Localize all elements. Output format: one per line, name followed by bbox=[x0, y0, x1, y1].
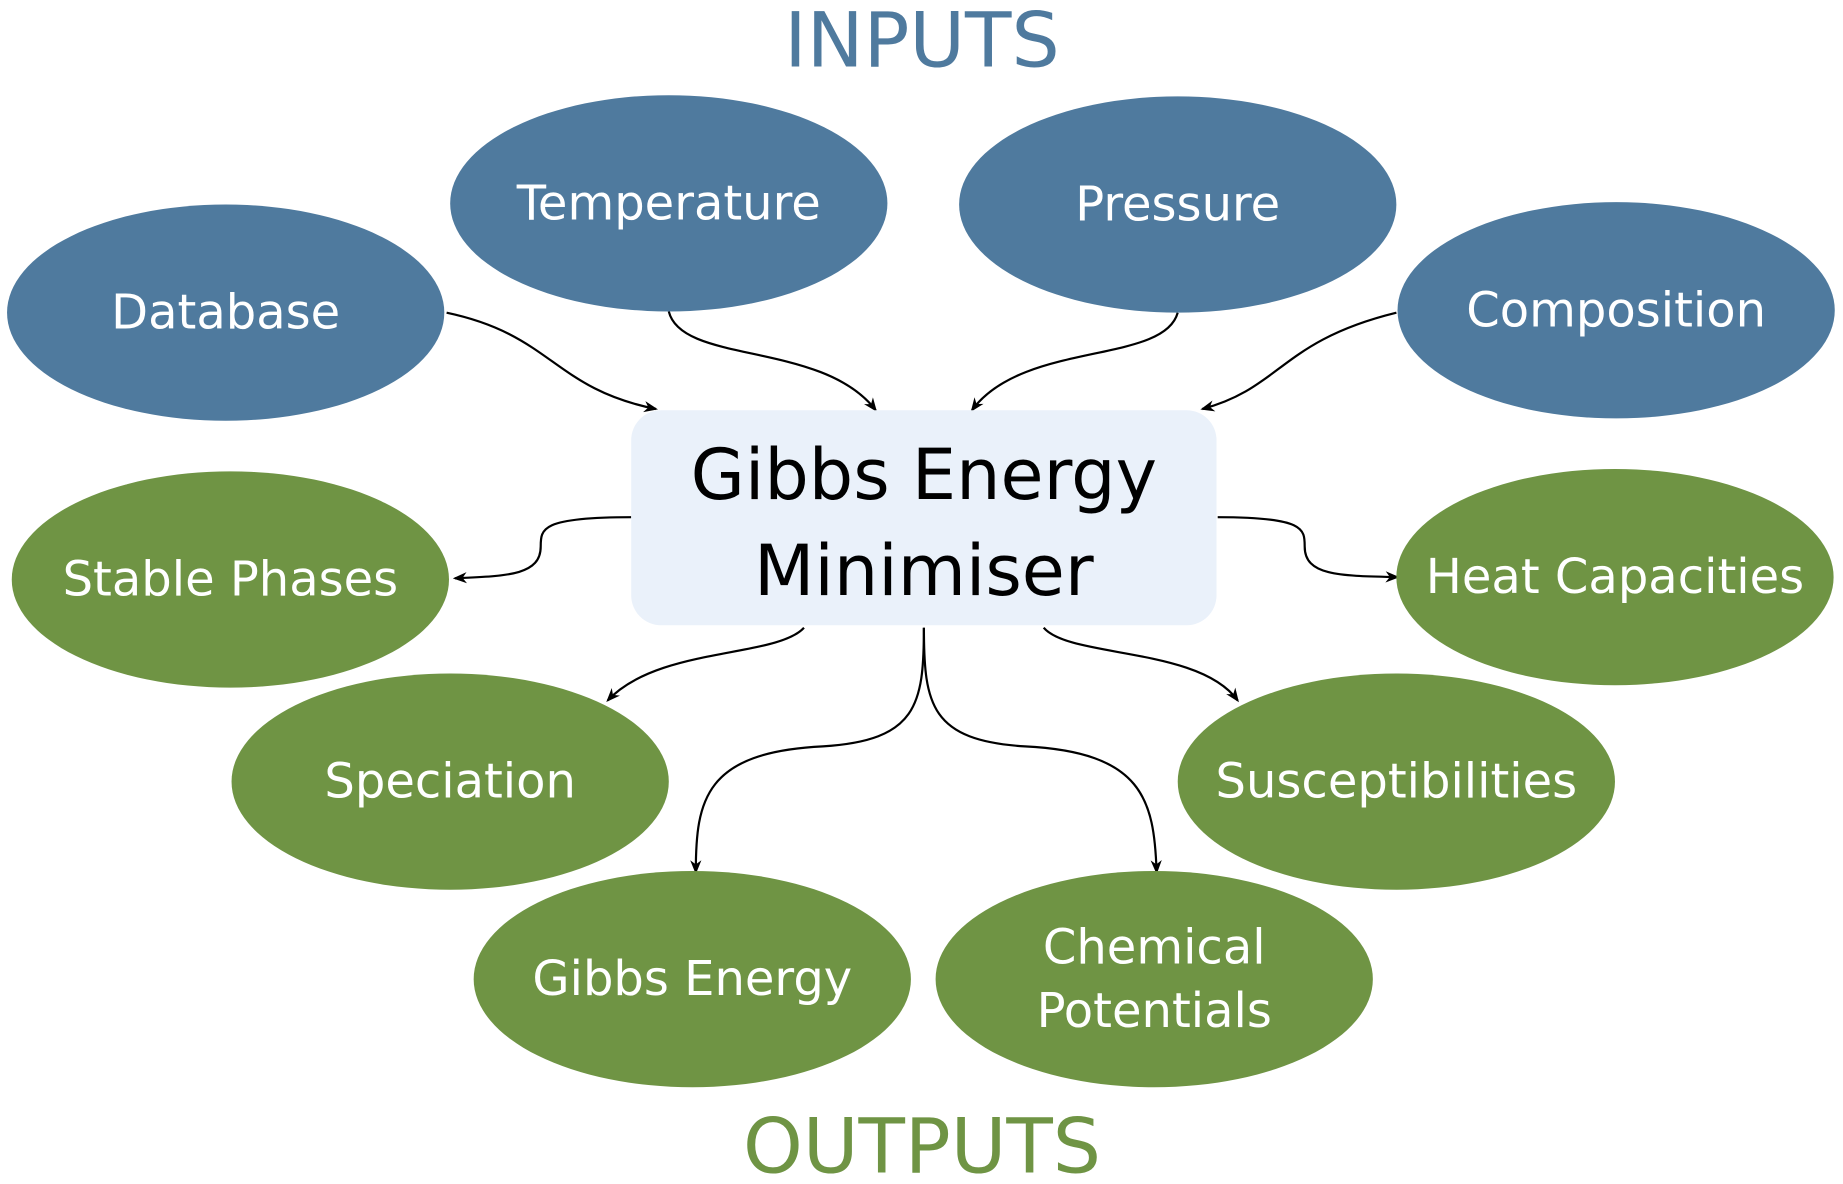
connector-arrow bbox=[667, 311, 877, 412]
connector-arrow bbox=[690, 627, 925, 875]
connector-arrow bbox=[606, 626, 805, 703]
output-node-ellipse bbox=[11, 471, 449, 688]
input-node-label: Composition bbox=[1466, 282, 1766, 338]
output-node-ellipse bbox=[473, 870, 911, 1088]
connector-arrow bbox=[970, 312, 1179, 412]
output-node-label: Potentials bbox=[1037, 983, 1272, 1039]
connector-arrow bbox=[1217, 516, 1400, 583]
output-node-stable-phases[interactable]: Stable Phases bbox=[11, 471, 449, 688]
input-node-ellipse bbox=[450, 95, 888, 312]
input-node-database[interactable]: Database bbox=[7, 204, 445, 421]
input-node-label: Database bbox=[111, 285, 340, 341]
output-node-label: Chemical bbox=[1043, 919, 1266, 975]
center-node-label: Gibbs Energy bbox=[691, 434, 1157, 516]
input-node-pressure[interactable]: Pressure bbox=[959, 96, 1397, 313]
center-node-box bbox=[631, 410, 1217, 626]
output-node-ellipse bbox=[1396, 468, 1834, 686]
output-node-ellipse bbox=[1177, 673, 1615, 890]
connector-arrow bbox=[446, 311, 658, 413]
center-node-label: Minimiser bbox=[754, 530, 1094, 612]
outputs-heading: OUTPUTS bbox=[743, 1102, 1101, 1184]
inputs-heading: INPUTS bbox=[784, 0, 1059, 85]
input-node-label: Pressure bbox=[1075, 177, 1280, 233]
nodes: Gibbs EnergyMinimiserDatabaseTemperature… bbox=[7, 95, 1835, 1088]
output-node-ellipse bbox=[935, 870, 1373, 1088]
output-node-label: Stable Phases bbox=[63, 551, 399, 607]
output-node-heat-capacities[interactable]: Heat Capacities bbox=[1396, 468, 1834, 686]
output-node-speciation[interactable]: Speciation bbox=[231, 673, 669, 890]
output-node-ellipse bbox=[231, 673, 669, 890]
edges bbox=[446, 311, 1400, 875]
input-node-composition[interactable]: Composition bbox=[1397, 202, 1835, 419]
output-node-label: Heat Capacities bbox=[1426, 549, 1804, 605]
connector-arrow bbox=[1042, 626, 1239, 703]
output-node-label: Speciation bbox=[324, 754, 576, 810]
connector-arrow bbox=[452, 516, 632, 584]
output-node-label: Gibbs Energy bbox=[532, 951, 852, 1007]
connector-arrow bbox=[1200, 311, 1397, 412]
output-node-gibbs-energy[interactable]: Gibbs Energy bbox=[473, 870, 911, 1088]
input-node-temperature[interactable]: Temperature bbox=[450, 95, 888, 312]
input-node-ellipse bbox=[1397, 202, 1835, 419]
connector-arrow bbox=[922, 627, 1162, 875]
output-node-label: Susceptibilities bbox=[1216, 754, 1578, 810]
output-node-susceptibilities[interactable]: Susceptibilities bbox=[1177, 673, 1615, 890]
input-node-ellipse bbox=[7, 204, 445, 421]
input-node-label: Temperature bbox=[516, 175, 821, 231]
input-node-ellipse bbox=[959, 96, 1397, 313]
